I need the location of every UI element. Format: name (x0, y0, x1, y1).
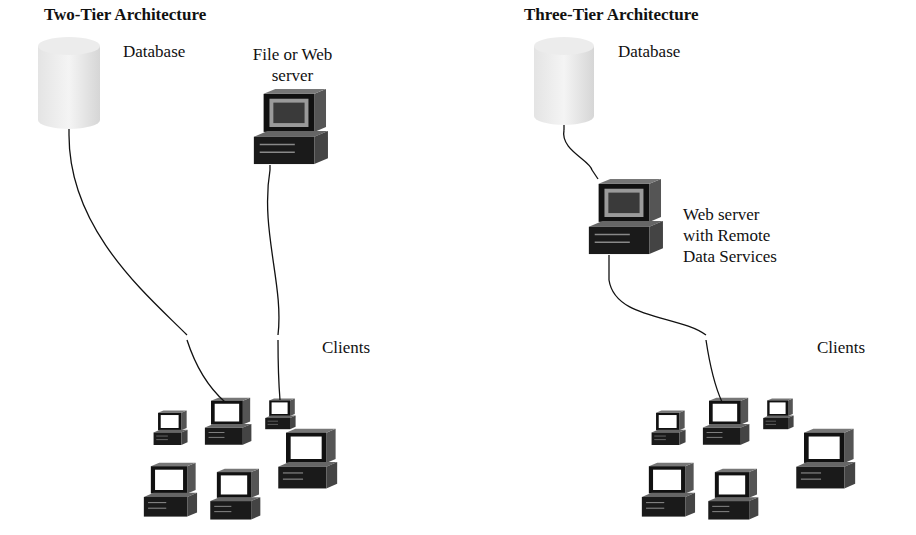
clients-node: Clients (625, 335, 900, 530)
node-label: Clients (817, 337, 892, 358)
node-label: File or Web server (245, 44, 340, 86)
node-label: Clients (322, 337, 397, 358)
client-computers (642, 398, 855, 520)
node-label: Web server with Remote Data Services (683, 204, 787, 267)
server-node: Web server with Remote Data Services (575, 170, 905, 280)
wire-lead (69, 125, 722, 402)
network-cable (69, 135, 187, 335)
database-node: Database (35, 35, 212, 135)
database-node: Database (530, 35, 707, 130)
network-cable (268, 170, 279, 335)
network-cable (609, 280, 706, 335)
clients-node: Clients (135, 335, 401, 530)
node-label: Database (618, 41, 703, 62)
web-server (589, 179, 663, 254)
database-cylinder (534, 37, 594, 125)
node-label: Database (123, 41, 208, 62)
database-cylinder (38, 37, 100, 129)
web-server (254, 89, 328, 164)
server-node: File or Web server (240, 40, 345, 170)
network-cable (564, 130, 592, 170)
client-computers (144, 398, 337, 520)
panel-title: Two-Tier Architecture (44, 5, 206, 25)
panel-title: Three-Tier Architecture (524, 5, 699, 25)
